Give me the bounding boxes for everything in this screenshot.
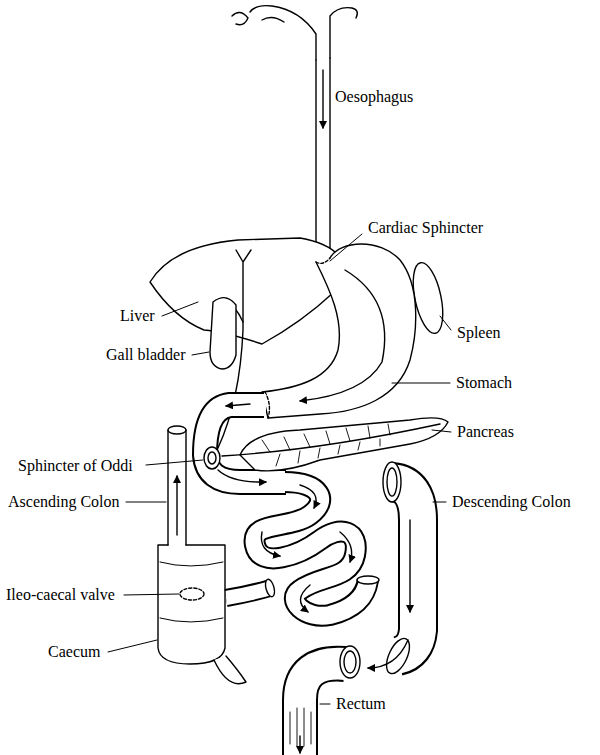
colon-cut-end	[344, 651, 356, 673]
part-label: Caecum	[48, 643, 100, 661]
flow-arrow	[322, 70, 323, 128]
part-label: Ascending Colon	[8, 493, 120, 511]
pharynx-wall	[250, 6, 316, 60]
oesophagus-tube	[316, 58, 330, 262]
flow-arrow	[226, 404, 250, 406]
leader-line	[320, 704, 330, 705]
flow-arrow	[299, 736, 300, 753]
leader-line	[192, 352, 209, 355]
mouth-curl	[232, 12, 248, 24]
ileum-wall	[226, 588, 270, 598]
ileo-caecal-valve-mark	[180, 588, 204, 600]
flow-arrow	[340, 532, 352, 562]
part-label: Pancreas	[457, 423, 514, 441]
flow-arrow	[176, 476, 177, 535]
pancreas-outline	[240, 418, 448, 471]
part-label: Liver	[120, 307, 155, 325]
sphincter-of-oddi-ring	[204, 447, 220, 469]
flow-arrow	[261, 532, 280, 556]
small-intestine-lumen	[255, 482, 368, 616]
leader-line	[108, 640, 157, 652]
part-label: Stomach	[456, 374, 512, 392]
leader-lines	[108, 234, 451, 704]
part-label: Rectum	[336, 695, 386, 713]
ascending-colon-wall	[168, 430, 186, 545]
oesophagus-wall	[329, 58, 330, 258]
pharynx-outline	[232, 6, 357, 60]
part-label: Oesophagus	[335, 88, 413, 106]
pancreatic-duct	[222, 424, 440, 456]
part-label: Sphincter of Oddi	[18, 457, 133, 475]
flow-arrow	[300, 585, 310, 612]
flow-arrow	[300, 485, 316, 508]
descending-colon-lumen	[391, 482, 418, 656]
flow-arrow	[368, 640, 408, 668]
gall-bladder-outline	[210, 298, 236, 369]
sphincter-of-oddi-ring	[208, 452, 216, 464]
intestine-cut-end	[264, 578, 276, 597]
pharynx-wall	[330, 8, 357, 58]
part-label: Cardiac Sphincter	[368, 219, 483, 237]
colon-cut-end	[387, 468, 397, 496]
caecum-outline	[158, 545, 225, 664]
colon-cut-end	[383, 462, 401, 502]
flow-arrow	[218, 470, 266, 482]
part-label: Gall bladder	[106, 346, 186, 364]
colon-cut-end	[168, 426, 186, 434]
intestine-cut-end	[357, 576, 379, 584]
flow-arrow	[409, 520, 410, 612]
ileum-lumen	[226, 588, 271, 598]
caecum-folds	[160, 562, 223, 622]
leader-line	[126, 502, 166, 503]
part-label: Descending Colon	[452, 493, 571, 511]
oesophagus-wall	[315, 60, 316, 262]
leader-line	[432, 430, 451, 432]
part-label: Ileo-caecal valve	[6, 586, 115, 604]
part-label: Spleen	[457, 324, 501, 342]
leader-line	[162, 302, 198, 316]
leader-line	[146, 460, 203, 465]
descending-colon-wall	[392, 482, 418, 656]
mouth-curl	[262, 17, 284, 22]
leader-line	[124, 594, 179, 595]
colon-cut-end	[340, 646, 360, 678]
small-intestine-wall	[255, 482, 368, 616]
pancreas-veins	[262, 424, 390, 466]
leader-line	[440, 316, 451, 330]
leader-line	[433, 502, 446, 503]
leader-line	[330, 234, 362, 261]
appendix-outline	[214, 656, 246, 684]
stomach-outline	[262, 244, 416, 418]
flow-arrow	[300, 270, 385, 401]
leader-line	[392, 383, 450, 384]
cardiac-sphincter-mark	[316, 258, 330, 263]
